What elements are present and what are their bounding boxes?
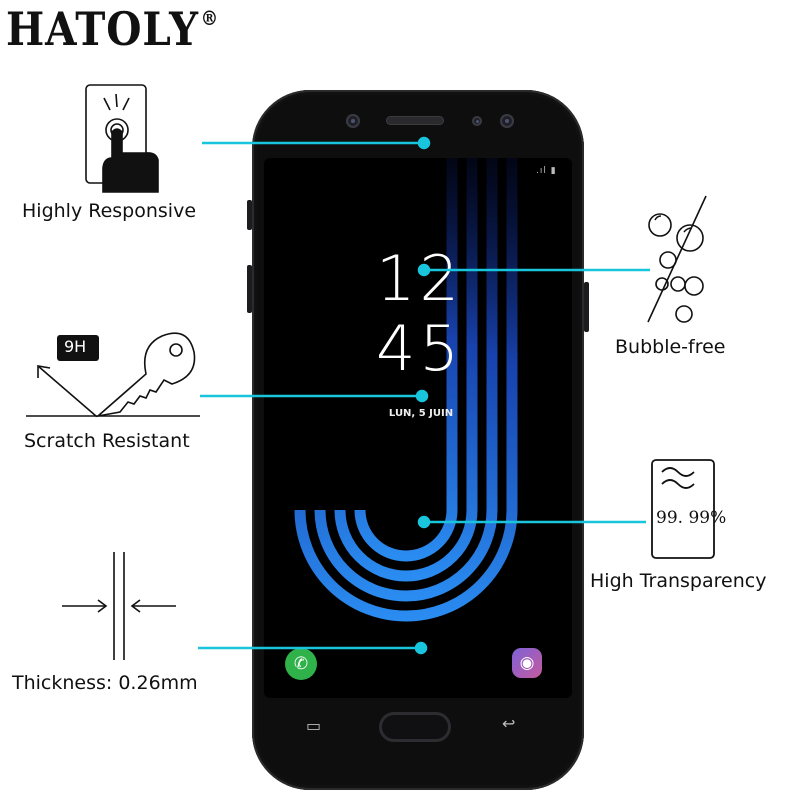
transparency-value: 99. 99% (656, 508, 727, 528)
label-scratch-resistant: Scratch Resistant (24, 430, 190, 452)
callout-dot-thickness (414, 641, 428, 655)
volume-down-button (247, 265, 252, 313)
label-highly-responsive: Highly Responsive (22, 200, 197, 222)
wallpaper-arcs (294, 158, 518, 622)
sensor-icon (472, 116, 482, 126)
hardness-label: 9H (64, 337, 87, 356)
status-bar: .ıl ▮ (536, 166, 557, 176)
phone-screen (264, 158, 572, 698)
label-high-transparency: High Transparency (590, 570, 767, 592)
callout-dot-scratch (415, 389, 429, 403)
camera-icon: ◉ (512, 648, 542, 678)
clock-hours: 12 (376, 242, 463, 315)
callout-lines (198, 136, 650, 655)
clock-minutes: 45 (376, 312, 463, 385)
home-button (379, 712, 451, 742)
registered-mark: ® (200, 6, 220, 30)
thickness-arrows-icon (62, 552, 176, 660)
back-icon: ↩ (502, 714, 516, 733)
bubbles-icon (647, 195, 707, 323)
transparency-card-icon (651, 459, 715, 559)
front-camera-icon (346, 114, 360, 128)
rear-sensor-icon (500, 114, 514, 128)
brand-logo: HATOLY® (6, 2, 219, 56)
brand-name: HATOLY (6, 2, 199, 56)
touch-hand-icon (85, 84, 159, 193)
callout-dot-bubble (417, 263, 431, 277)
recent-apps-icon: ▭ (306, 716, 322, 735)
key-icon (26, 332, 200, 418)
callout-dot-responsive (417, 136, 431, 150)
phone-call-icon: ✆ (285, 648, 317, 680)
lockscreen-date: LUN, 5 JUIN (388, 408, 454, 419)
volume-button (247, 200, 252, 230)
label-bubble-free: Bubble-free (615, 336, 726, 358)
power-button (584, 282, 589, 332)
earpiece-speaker (386, 116, 444, 125)
hardness-badge (57, 335, 99, 361)
label-thickness: Thickness: 0.26mm (12, 672, 198, 694)
callout-dot-transparency (417, 515, 431, 529)
